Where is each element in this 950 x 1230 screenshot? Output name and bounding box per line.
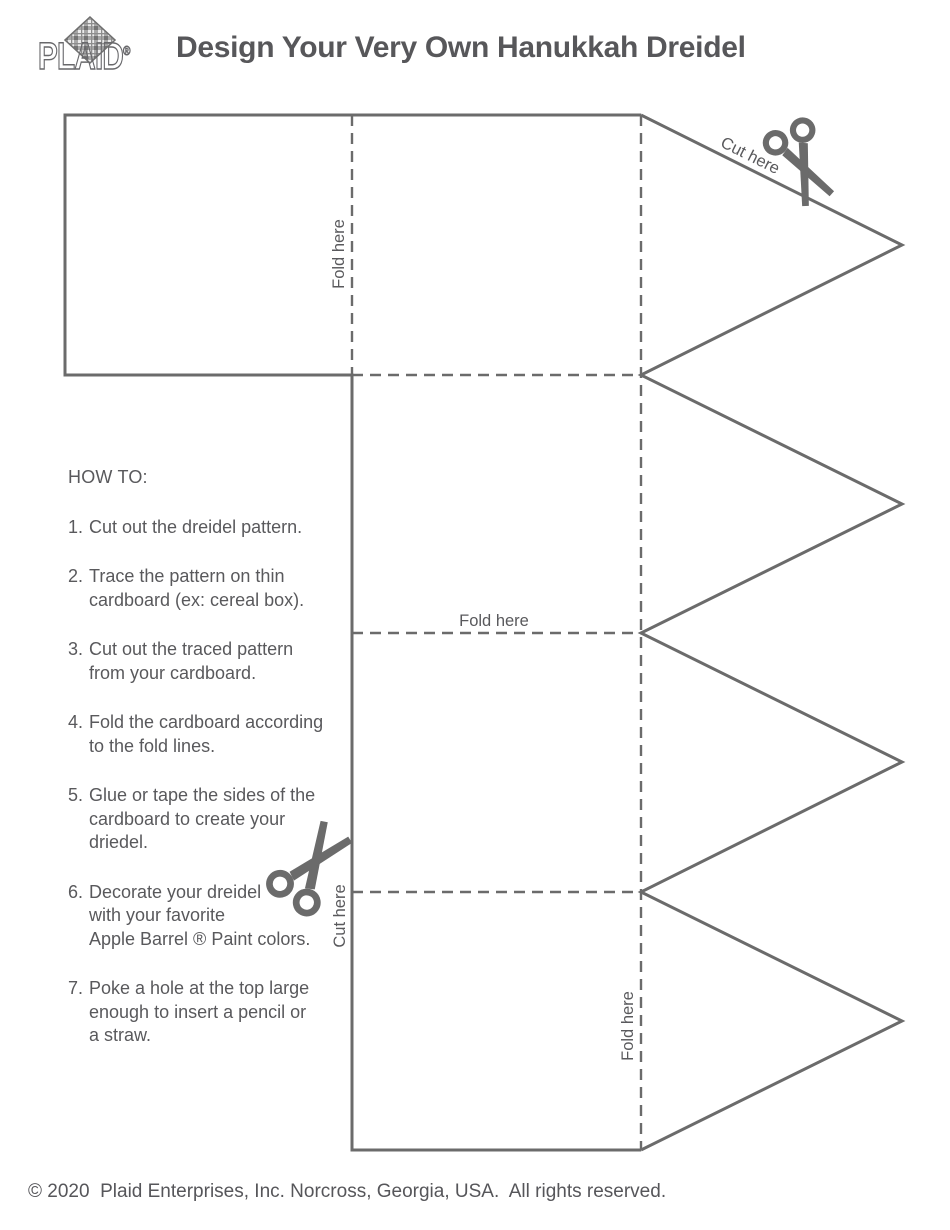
step-number: 7. [68,978,84,998]
step-number: 2. [68,566,84,586]
plaid-logo: PLAID® [37,14,158,82]
step-text: Decorate your dreidel with your favorite… [89,881,311,949]
fold-here-label-middle: Fold here [459,611,529,630]
step-text: Glue or tape the sides of the cardboard … [89,785,316,852]
instruction-step-6: 6. Decorate your dreidel with your favor… [68,881,368,952]
instructions-heading: HOW TO: [68,467,148,487]
logo-wordmark-text: PLAID [37,36,124,78]
page-title: Design Your Very Own Hanukkah Dreidel [176,31,746,64]
step-text: Trace the pattern on thin cardboard (ex:… [89,566,305,610]
fold-here-label-top: Fold here [329,219,348,289]
cut-outline-left [63,113,641,1152]
plaid-diamond-icon [64,16,116,64]
registered-mark: ® [123,43,131,58]
logo-wordmark: PLAID® [37,36,131,78]
instruction-step-1: 1. Cut out the dreidel pattern. [68,516,368,540]
instruction-step-5: 5. Glue or tape the sides of the cardboa… [68,784,368,855]
step-number: 1. [68,516,84,537]
cut-outline-zigzag [637,113,906,1152]
step-number: 4. [68,712,84,732]
step-text: Poke a hole at the top large enough to i… [89,978,310,1045]
scissors-icon-left [266,820,353,917]
scissors-icon-top [762,117,835,207]
instruction-step-4: 4. Fold the cardboard according to the f… [68,711,368,758]
step-number: 3. [68,639,84,659]
step-text: Cut out the dreidel pattern. [89,516,303,537]
instruction-step-7: 7. Poke a hole at the top large enough t… [68,977,368,1048]
copyright-footer: © 2020 Plaid Enterprises, Inc. Norcross,… [28,1181,667,1202]
instruction-step-2: 2. Trace the pattern on thin cardboard (… [68,565,368,612]
step-number: 6. [68,881,84,902]
step-text: Fold the cardboard according to the fold… [89,712,324,756]
instruction-step-3: 3. Cut out the traced pattern from your … [68,638,368,685]
fold-here-label-bottom: Fold here [618,991,637,1061]
step-number: 5. [68,785,84,805]
fold-lines [350,115,643,1150]
step-text: Cut out the traced pattern from your car… [89,639,294,683]
instructions: HOW TO: 1. Cut out the dreidel pattern. … [68,466,368,1074]
